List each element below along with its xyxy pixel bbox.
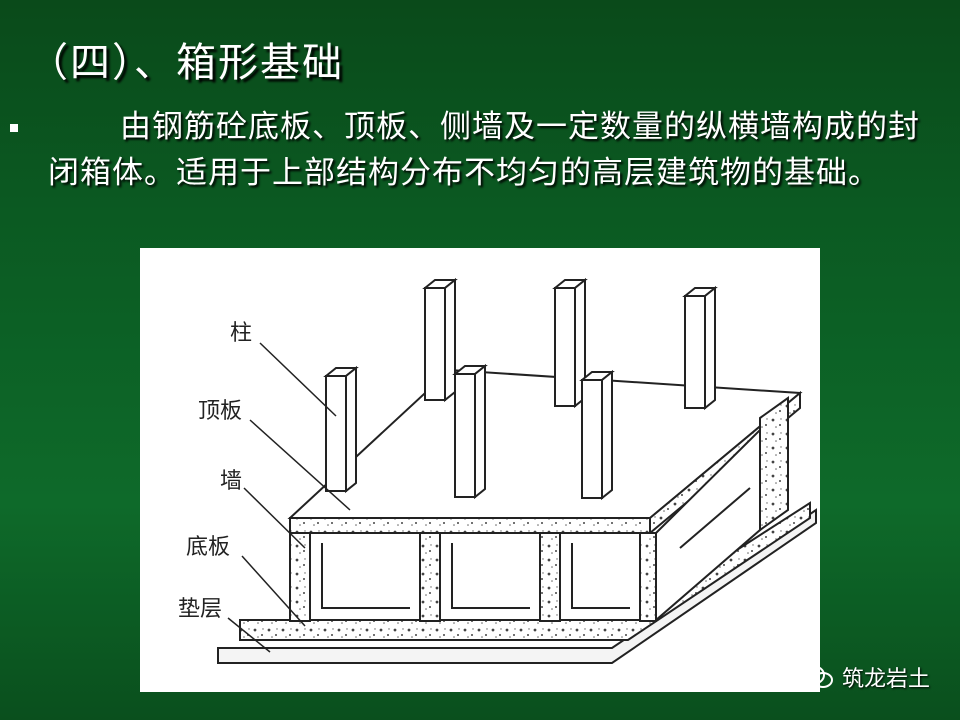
column-front-2 [452,363,488,500]
label-wall: 墙 [220,469,242,494]
column-back-3 [682,285,718,411]
column-front-1 [323,365,359,494]
bullet-text: 由钢筋砼底板、顶板、侧墙及一定数量的纵横墙构成的封闭箱体。适用于上部结构分布不均… [48,109,920,191]
label-top-slab: 顶板 [198,399,242,424]
top-slab [287,368,803,536]
column-front-3 [579,369,615,501]
front-walls [289,427,761,623]
wechat-icon [800,665,833,688]
columns [323,277,718,501]
side-wall-right [759,396,789,532]
label-column: 柱 [230,321,252,346]
slide-title: （四）、箱形基础 [28,40,344,86]
watermark: 筑龙岩土 [800,661,930,693]
label-bottom-slab: 底板 [186,535,230,560]
bullet-marker [10,124,18,132]
column-back-2 [552,277,588,409]
cushion-layer [217,508,817,664]
watermark-text: 筑龙岩土 [841,667,930,692]
box-foundation-diagram: 柱 顶板 墙 底板 垫层 [140,248,820,692]
column-back-1 [422,277,458,403]
diagram-svg: 柱 顶板 墙 底板 垫层 [178,277,817,664]
label-cushion: 垫层 [178,597,222,622]
leader-lines [227,342,351,653]
